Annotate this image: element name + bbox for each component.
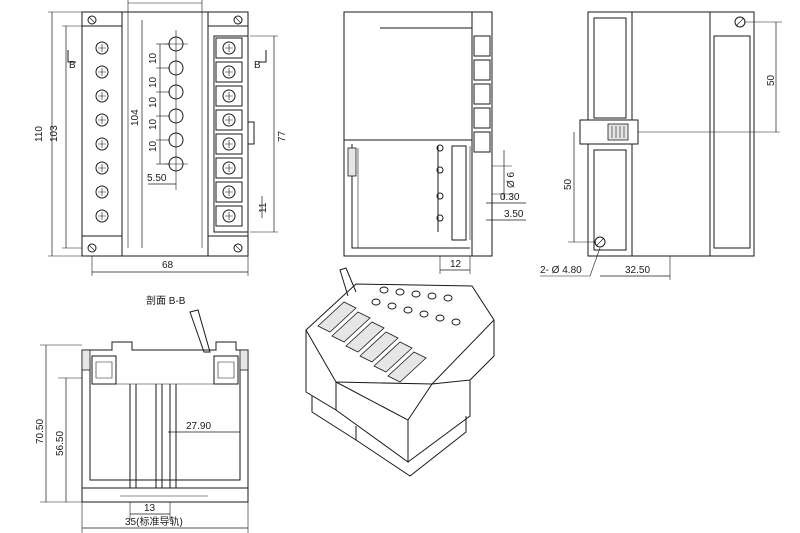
side-view: Ø 6 0.30 3.50 12 (343, 11, 526, 274)
right-view: 50 50 2- Ø 4.80 32.50 (540, 11, 782, 280)
section-view: 剖面 B-B 70.50 56.50 27.90 (35, 294, 249, 533)
dim-section-inner: 27.90 (186, 421, 211, 432)
dim-holes: 2- Ø 4.80 (540, 265, 582, 276)
dim-c: 12 (450, 259, 462, 270)
dim-section-rail: 35(标准导轨) (125, 515, 183, 528)
dim-section-slot: 13 (144, 503, 156, 514)
dim-hole-diameter: Ø 6 (506, 171, 517, 188)
dim-bottom: 50 (563, 178, 574, 190)
dim-height-terminals: 77 (277, 130, 288, 142)
section-mark-right: B (254, 60, 261, 71)
dim-a: 0.30 (500, 192, 520, 203)
dim-height-total: 110 (34, 126, 45, 142)
section-mark-left: B (69, 60, 76, 71)
corner-screw-icon (87, 15, 243, 253)
dim-section-height-total: 70.50 (35, 419, 46, 444)
isometric-view (305, 267, 495, 477)
pitch-label: 10 (148, 96, 159, 108)
dim-top: 50 (766, 74, 777, 86)
left-terminal-screws (95, 41, 109, 223)
pitch-label: 10 (148, 118, 159, 130)
indicator-holes (164, 30, 188, 190)
side-terminals (473, 35, 491, 153)
dim-offset: 5.50 (147, 173, 167, 184)
pitch-label: 10 (148, 76, 159, 88)
right-terminal-block (213, 35, 255, 233)
pitch-dims: 10 10 10 10 10 (148, 43, 170, 165)
pitch-label: 10 (148, 140, 159, 152)
dim-section-height-inner: 56.50 (55, 431, 66, 456)
front-view: B B 110 103 104 10 10 10 10 10 (34, 0, 288, 276)
dim-width: 68 (162, 260, 174, 271)
dim-height-pitch: 104 (130, 109, 141, 126)
dim-b: 3.50 (504, 209, 524, 220)
dim-width-right: 32.50 (625, 265, 650, 276)
iso-terminals (317, 301, 427, 383)
connector-pins (436, 144, 471, 241)
pitch-label: 10 (148, 52, 159, 64)
iso-indicator-holes (371, 286, 461, 326)
section-title: 剖面 B-B (146, 294, 186, 307)
dim-terminal-height: 11 (258, 202, 269, 213)
dim-height-inner: 103 (49, 125, 60, 142)
